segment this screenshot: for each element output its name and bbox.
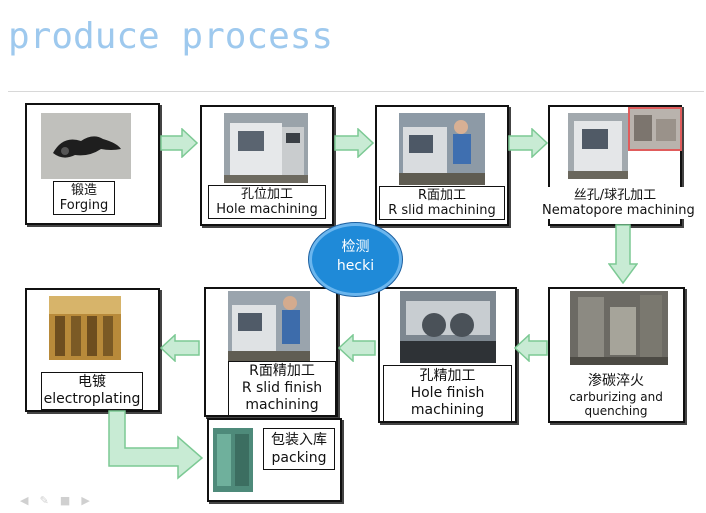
r-slid-finish-label-en-2: machining (245, 397, 319, 413)
hole-machining-label-cn: 孔位加工 (240, 187, 293, 202)
inspection-label-cn: 检测 (341, 239, 370, 255)
r-slid-finish-photo (228, 291, 310, 361)
forging-label-cn: 锻造 (70, 183, 97, 198)
hole-finish-label-en-1: Hole finish (410, 385, 485, 401)
r-slid-finish-label: R面精加工 R slid finish machining (228, 361, 336, 416)
electroplating-label: 电镀 electroplating (41, 372, 143, 410)
hole-machining-label-en: Hole machining (216, 202, 318, 217)
menu-icon[interactable]: ■ (59, 494, 71, 507)
arrow-electroplating-to-packing (108, 410, 204, 480)
nematopore-machining-label-en: Nematopore machining (542, 203, 695, 218)
r-slid-machining-label: R面加工 R slid machining (379, 186, 505, 220)
packing-label-cn: 包装入库 (271, 432, 327, 448)
forging-label: 锻造 Forging (53, 181, 115, 215)
hole-finish-label: 孔精加工 Hole finish machining (383, 365, 512, 422)
arrow-holefinish-to-rslidfinish (338, 334, 376, 362)
electroplating-label-en: electroplating (43, 391, 141, 407)
inspection-label-en: hecki (336, 258, 375, 274)
carburizing-photo (570, 291, 668, 365)
arrow-carburizing-to-holefinish (514, 334, 548, 362)
arrow-rslid-to-nematopore (508, 128, 548, 158)
step-nematopore-machining: 丝孔/球孔加工 Nematopore machining (542, 105, 695, 226)
step-forging: 锻造 Forging (25, 103, 160, 225)
forging-photo (41, 113, 131, 179)
carburizing-label-cn: 渗碳淬火 (588, 373, 644, 389)
carburizing-label-en-1: carburizing and (569, 390, 663, 404)
step-hole-finish-machining: 孔精加工 Hole finish machining (378, 287, 517, 423)
hole-finish-photo (400, 291, 496, 363)
r-slid-machining-label-cn: R面加工 (417, 188, 467, 203)
prev-icon[interactable]: ◀ (20, 494, 29, 507)
nematopore-machining-photo (568, 113, 628, 179)
next-icon[interactable]: ▶ (81, 494, 90, 507)
nematopore-machining-label: 丝孔/球孔加工 Nematopore machining (542, 187, 695, 219)
inspection-bubble: 检测 hecki (309, 223, 402, 296)
electroplating-label-cn: 电镀 (78, 374, 106, 390)
carburizing-label: 渗碳淬火 carburizing and quenching (554, 373, 678, 418)
carburizing-label-en-2: quenching (584, 404, 648, 418)
r-slid-machining-label-en: R slid machining (388, 203, 496, 218)
electroplating-photo (49, 296, 121, 360)
page-title: produce process (8, 16, 334, 57)
title-divider (8, 91, 704, 92)
slide-nav: ◀ ✎ ■ ▶ (20, 489, 96, 508)
step-r-slid-finish: R面精加工 R slid finish machining (204, 287, 338, 417)
step-r-slid-machining: R面加工 R slid machining (375, 105, 509, 226)
hole-finish-label-en-2: machining (410, 402, 485, 418)
r-slid-finish-label-en-1: R slid finish (241, 380, 323, 396)
step-electroplating: 电镀 electroplating (25, 288, 160, 412)
packing-label-en: packing (271, 450, 327, 466)
hole-finish-label-cn: 孔精加工 (419, 368, 476, 384)
arrow-forging-to-hole (160, 128, 198, 158)
arrow-nematopore-to-carburizing (608, 224, 638, 284)
r-slid-machining-photo (399, 113, 485, 185)
edit-icon[interactable]: ✎ (39, 494, 49, 507)
step-hole-machining: 孔位加工 Hole machining (200, 105, 334, 226)
arrow-rslidfinish-to-electroplating (160, 334, 200, 362)
nematopore-machining-label-cn: 丝孔/球孔加工 (573, 188, 657, 203)
hole-machining-label: 孔位加工 Hole machining (208, 185, 326, 219)
nematopore-inset-photo (628, 107, 682, 151)
forging-label-en: Forging (59, 198, 109, 213)
step-carburizing-quenching: 渗碳淬火 carburizing and quenching (548, 287, 685, 423)
arrow-hole-to-rslid (334, 128, 374, 158)
hole-machining-photo (224, 113, 308, 183)
step-packing: 包装入库 packing (207, 418, 342, 502)
packing-photo (213, 428, 253, 492)
r-slid-finish-label-cn: R面精加工 (249, 363, 315, 379)
packing-label: 包装入库 packing (263, 428, 335, 470)
